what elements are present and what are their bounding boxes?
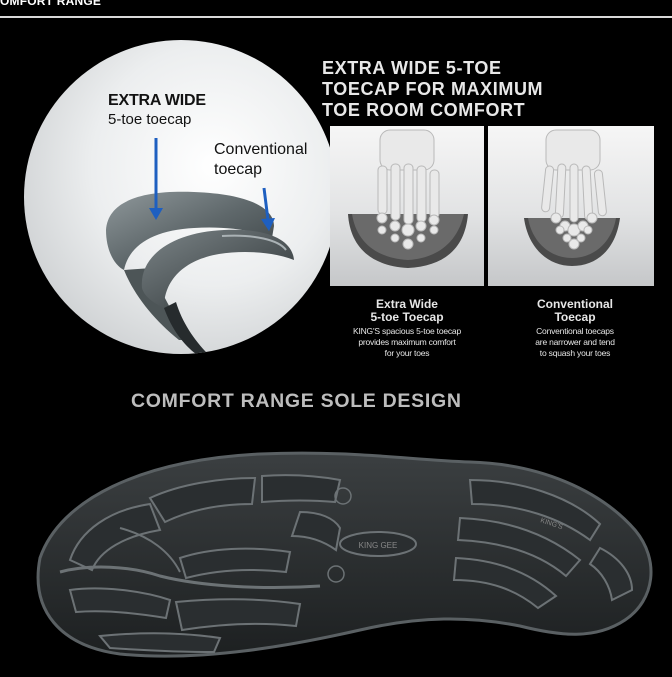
toecap-drawing (106, 138, 294, 354)
extra-wide-label: EXTRA WIDE 5-toe toecap (108, 92, 206, 128)
caption-conventional-title2: Toecap (554, 310, 596, 324)
conventional-toecap-shape (141, 229, 294, 308)
foot-skeleton-wide-image (348, 129, 468, 268)
header-label: OMFORT RANGE (0, 0, 102, 8)
sole-drawing: KING GEE KING'S (36, 451, 653, 658)
headline-line3: TOE ROOM COMFORT (322, 100, 526, 120)
extra-wide-subtitle: 5-toe toecap (108, 111, 192, 128)
caption-extra-wide-desc1: KING'S spacious 5-toe toecap (352, 326, 461, 336)
foot-skeleton-conventional-image (524, 129, 620, 266)
extra-wide-foot-panel (330, 126, 484, 286)
caption-conventional-desc1: Conventional toecaps (536, 326, 614, 336)
extra-wide-title: EXTRA WIDE (108, 92, 206, 109)
conventional-label: Conventional toecap (214, 140, 307, 180)
conventional-line1: Conventional (214, 141, 308, 158)
caption-extra-wide-title2: 5-toe Toecap (370, 310, 444, 324)
emblem-icon (334, 487, 352, 505)
headline: EXTRA WIDE 5-TOE TOECAP FOR MAXIMUM TOE … (322, 58, 662, 121)
header-bar: OMFORT RANGE (0, 0, 672, 18)
arrow-extra-wide-icon (149, 138, 163, 220)
toecap-comparison-illustration (24, 40, 338, 354)
headline-line2: TOECAP FOR MAXIMUM (322, 79, 544, 99)
caption-extra-wide: Extra Wide 5-toe Toecap KING'S spacious … (330, 298, 484, 359)
caption-conventional-title1: Conventional (536, 297, 613, 311)
sole-illustration: KING GEE KING'S (0, 440, 672, 672)
caption-extra-wide-desc2: provides maximum comfort (358, 337, 456, 347)
extra-wide-toecap-shape (106, 191, 274, 270)
brand-mark-text: KING GEE (359, 541, 398, 550)
caption-conventional: Conventional Toecap Conventional toecaps… (500, 298, 650, 359)
emblem-icon (327, 565, 345, 583)
headline-line1: EXTRA WIDE 5-TOE (322, 58, 502, 78)
conventional-foot-panel (488, 126, 654, 286)
caption-conventional-desc2: are narrower and tend (535, 337, 615, 347)
caption-extra-wide-desc3: for your toes (384, 348, 430, 358)
conventional-line2: toecap (214, 161, 263, 178)
caption-conventional-desc3: to squash your toes (539, 348, 611, 358)
arrow-conventional-icon (261, 187, 275, 231)
caption-extra-wide-title1: Extra Wide (376, 297, 438, 311)
brand-logo-icon (339, 531, 417, 557)
section-title: COMFORT RANGE SOLE DESIGN (131, 390, 462, 412)
